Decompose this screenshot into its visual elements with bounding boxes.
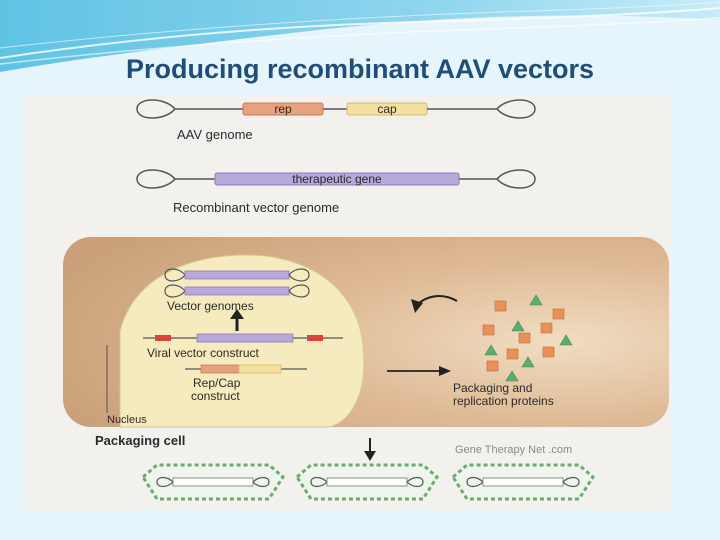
aav-genome-diagram: rep cap AAV genome: [136, 99, 536, 142]
curved-arrow-icon: [411, 295, 458, 313]
virion-row: [141, 463, 595, 501]
packaging-cell-label: Packaging cell: [95, 433, 185, 448]
right-arrow-icon: [387, 366, 451, 376]
aav-production-figure: rep cap AAV genome therapeutic gene Reco…: [25, 95, 672, 510]
virion-particle: [451, 463, 595, 501]
vector-genome-copies: [164, 268, 310, 298]
virion-particle: [141, 463, 285, 501]
vector-genome-caption: Recombinant vector genome: [173, 200, 339, 215]
repcap-label-line2: construct: [191, 389, 240, 403]
aav-genome-caption: AAV genome: [177, 127, 253, 142]
repcap-label-line1: Rep/Cap: [193, 376, 241, 390]
repcap-construct: [185, 364, 307, 374]
packaging-cell: Vector genomes Viral vector construct Re…: [63, 237, 669, 428]
slide-title: Producing recombinant AAV vectors: [125, 54, 595, 84]
therapeutic-gene-label: therapeutic gene: [292, 172, 382, 186]
viral-vector-construct: [143, 333, 343, 343]
packaging-proteins-cluster: [482, 294, 573, 382]
cap-label: cap: [377, 102, 397, 116]
recombinant-vector-genome-diagram: therapeutic gene Recombinant vector geno…: [136, 169, 536, 215]
vector-genomes-label: Vector genomes: [167, 299, 254, 313]
viral-vector-construct-label: Viral vector construct: [147, 346, 259, 360]
up-arrow-icon: [230, 309, 244, 331]
proteins-label-line1: Packaging and: [453, 381, 532, 395]
rep-label: rep: [274, 102, 292, 116]
proteins-label-line2: replication proteins: [453, 394, 554, 408]
down-arrow-icon: [364, 438, 376, 461]
background-waves: [0, 0, 720, 72]
credit-label: Gene Therapy Net .com: [455, 444, 572, 456]
virion-particle: [295, 463, 439, 501]
nucleus-label: Nucleus: [107, 414, 147, 426]
